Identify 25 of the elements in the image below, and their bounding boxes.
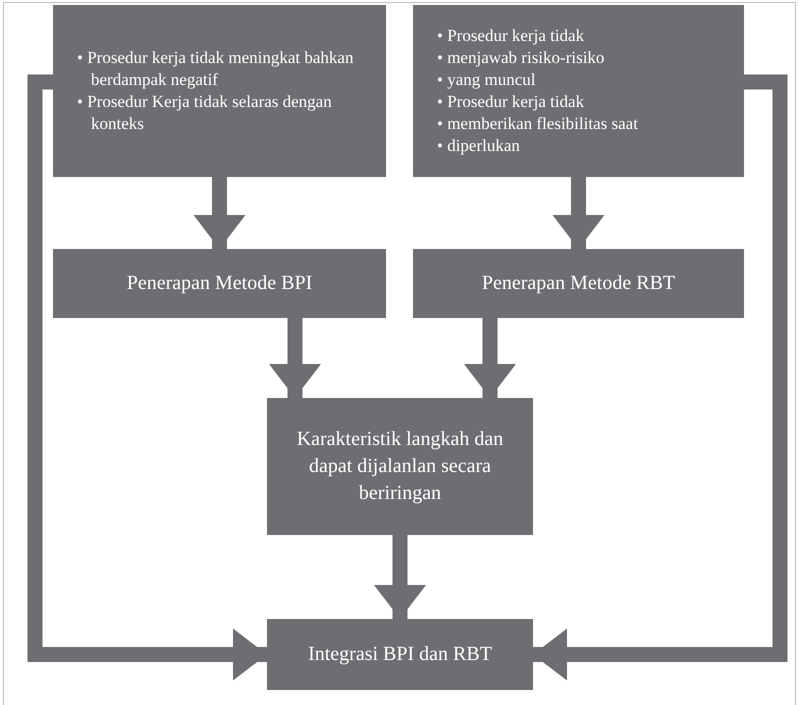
bullet-text: • yang muncul <box>437 68 536 91</box>
box-label: Integrasi BPI dan RBT <box>307 642 493 667</box>
block-arrow <box>464 318 516 398</box>
process-box <box>267 619 533 690</box>
process-box <box>413 249 744 318</box>
block-arrow <box>269 318 321 398</box>
bullet-text: • Prosedur kerja tidak <box>437 91 586 113</box>
box-label: Penerapan Metode BPI <box>126 271 314 296</box>
block-arrow <box>552 177 604 249</box>
bullet-text: • menjawab risiko-risiko <box>437 46 606 69</box>
box-label: Karakteristik langkah dan dapat dijalanlan secara beriringan <box>296 427 504 506</box>
bullet-text: • Prosedur Kerja tidak selaras dengan konteks <box>77 91 333 136</box>
block-arrow <box>194 177 246 249</box>
process-box <box>267 398 533 535</box>
bullet-text: • diperlukan <box>437 135 521 158</box>
process-box <box>53 5 386 177</box>
process-box <box>413 5 744 177</box>
block-arrow <box>374 535 426 619</box>
bullet-text: • Prosedur kerja tidak <box>437 24 586 47</box>
process-box <box>53 249 386 318</box>
box-label: Penerapan Metode RBT <box>480 271 676 296</box>
block-arrow <box>28 74 267 680</box>
block-arrow <box>533 74 788 680</box>
bullet-text: • memberikan flesibilitas saat <box>437 113 639 136</box>
bullet-text: • Prosedur kerja tidak meningkat bahkan berdampak negatif <box>77 46 354 91</box>
